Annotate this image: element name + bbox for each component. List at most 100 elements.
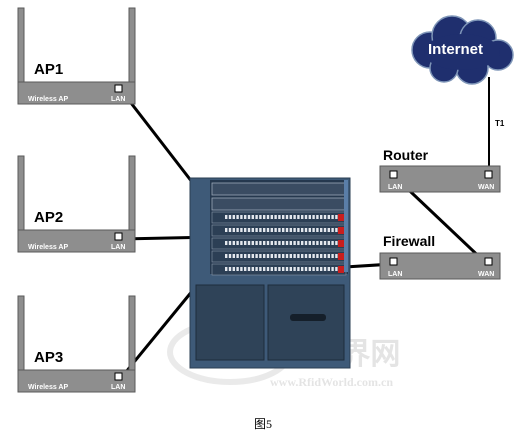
switch-port (259, 267, 262, 271)
switch-port (247, 241, 251, 245)
switch-port (255, 254, 258, 258)
switch-port (232, 228, 235, 232)
switch-chassis (189, 177, 351, 369)
antenna-left (17, 295, 25, 377)
switch-port (228, 267, 232, 271)
switch-port (225, 267, 228, 271)
status-led (338, 253, 344, 260)
switch-port (323, 215, 327, 219)
switch-port (244, 254, 247, 258)
access-point-ap2: AP2 Wireless AP LAN (17, 155, 136, 253)
ap-device-label: Wireless AP (28, 96, 68, 103)
switch-port (335, 267, 338, 271)
switch-port (327, 228, 330, 232)
switch-port (270, 254, 273, 258)
ap-body (17, 369, 136, 393)
switch-port (251, 215, 254, 219)
switch-port (255, 241, 258, 245)
switch-port (312, 267, 315, 271)
switch-port (266, 215, 270, 219)
switch-port (247, 254, 251, 258)
switch-port (255, 215, 258, 219)
switch-port (274, 241, 277, 245)
firewall-lan-label: LAN (388, 271, 402, 278)
lan-port (114, 232, 123, 241)
switch-port (232, 215, 235, 219)
switch-port (289, 241, 292, 245)
switch-port (266, 241, 270, 245)
ap-body (17, 229, 136, 253)
line-cards (211, 211, 347, 276)
switch-port (244, 228, 247, 232)
status-led (338, 227, 344, 234)
watermark-url: www.RfidWorld.com.cn (270, 375, 393, 389)
switch-port (228, 241, 232, 245)
chassis-handle (290, 314, 326, 321)
switch-port (282, 215, 285, 219)
switch-port (316, 254, 319, 258)
switch-port (293, 267, 296, 271)
switch-port (335, 228, 338, 232)
lan-port-label: LAN (111, 96, 125, 103)
lan-port-label: LAN (111, 384, 125, 391)
switch-port (297, 267, 300, 271)
router-body (379, 165, 501, 193)
switch-port (327, 254, 330, 258)
supervisor-module (211, 197, 347, 211)
switch-port (240, 228, 243, 232)
switch-port (240, 241, 243, 245)
switch-port (308, 215, 311, 219)
status-led (338, 240, 344, 247)
router-lan-port (389, 170, 398, 179)
lan-port (114, 84, 123, 93)
switch-port (285, 254, 289, 258)
switch-port (263, 215, 266, 219)
switch-port (282, 267, 285, 271)
switch-port (293, 215, 296, 219)
switch-port (255, 228, 258, 232)
lan-port-label: LAN (111, 244, 125, 251)
switch-port (266, 267, 270, 271)
firewall-lan-port (389, 257, 398, 266)
switch-port (289, 215, 292, 219)
switch-port (278, 267, 281, 271)
switch-port (278, 228, 281, 232)
firewall-body (379, 252, 501, 280)
switch-port (323, 228, 327, 232)
router: Router LAN WAN (379, 147, 501, 193)
switch-port (289, 254, 292, 258)
ap-title: AP3 (34, 349, 63, 366)
ap-device-label: Wireless AP (28, 244, 68, 251)
switch-port (327, 267, 330, 271)
lan-port (114, 372, 123, 381)
switch-port (232, 241, 235, 245)
switch-port (301, 254, 304, 258)
switch-port (259, 254, 262, 258)
switch-port (335, 215, 338, 219)
antenna-right (128, 155, 136, 237)
switch-port (236, 254, 239, 258)
access-point-ap1: AP1 Wireless AP LAN (17, 7, 136, 105)
switch-port (301, 215, 304, 219)
switch-port (240, 267, 243, 271)
antenna-right (128, 7, 136, 89)
power-supply-right (267, 284, 345, 361)
switch-port (225, 215, 228, 219)
switch-port (228, 215, 232, 219)
switch-port (225, 228, 228, 232)
internet-label: Internet (428, 41, 483, 58)
switch-port (251, 254, 254, 258)
switch-port (259, 228, 262, 232)
switch-port (285, 228, 289, 232)
switch-port (255, 267, 258, 271)
switch-port (304, 215, 308, 219)
switch-port (240, 254, 243, 258)
router-title: Router (383, 147, 429, 163)
switch-port (312, 215, 315, 219)
switch-port (259, 241, 262, 245)
ap-title: AP2 (34, 209, 63, 226)
switch-port (278, 215, 281, 219)
switch-port (293, 254, 296, 258)
supervisor-module (211, 182, 347, 196)
switch-port (247, 267, 251, 271)
